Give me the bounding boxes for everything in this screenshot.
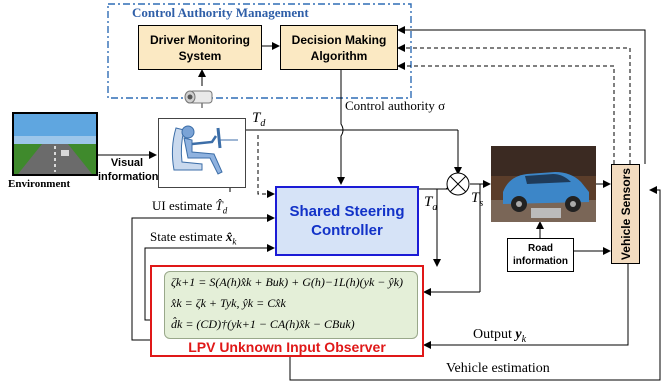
vehicle-sensors-label: Vehicle Sensors bbox=[618, 167, 633, 261]
vehicle-estimation-label: Vehicle estimation bbox=[446, 361, 550, 376]
state-estimate-text: State estimate bbox=[150, 229, 223, 244]
state-estimate-label: State estimate x̂k bbox=[150, 229, 236, 247]
state-estimate-symbol: x̂k bbox=[225, 229, 237, 247]
equations-panel: ζk+1 = S(A(h)x̂k + Buk) + G(h)−1L(h)(yk … bbox=[164, 271, 418, 339]
road-info-line2: information bbox=[513, 256, 568, 267]
visual-info-line2: information bbox=[98, 171, 159, 183]
ta-label: Ta bbox=[424, 194, 437, 213]
control-authority-frame bbox=[107, 3, 412, 99]
output-text: Output bbox=[473, 327, 512, 342]
ts-subscript: s bbox=[479, 198, 484, 209]
road-information-box: Road information bbox=[507, 238, 574, 272]
decision-making-box: Decision Making Algorithm bbox=[280, 25, 398, 70]
sum-junction-icon bbox=[446, 172, 470, 196]
visual-information-label: Visual information bbox=[98, 156, 159, 184]
control-authority-signal-label: Control authority σ bbox=[345, 98, 446, 113]
ta-subscript: a bbox=[432, 202, 438, 213]
ts-symbol: T bbox=[471, 190, 480, 206]
shared-steering-controller-box: Shared Steering Controller bbox=[275, 186, 419, 256]
driver-seat-icon bbox=[158, 118, 246, 188]
ui-estimate-label: UI estimate T̂d bbox=[152, 198, 227, 216]
td-symbol: T bbox=[252, 110, 261, 126]
driver-monitoring-line2: System bbox=[178, 48, 222, 63]
controller-line1: Shared Steering bbox=[289, 203, 405, 220]
control-authority-title: Control Authority Management bbox=[132, 5, 309, 20]
observer-title: LPV Unknown Input Observer bbox=[188, 339, 386, 355]
decision-making-line1: Decision Making bbox=[291, 32, 387, 47]
camera-icon bbox=[184, 90, 213, 108]
ui-estimate-text: UI estimate bbox=[152, 198, 213, 213]
environment-label: Environment bbox=[8, 178, 71, 190]
td-label: Td bbox=[252, 110, 265, 129]
output-symbol: yk bbox=[515, 327, 527, 345]
ta-symbol: T bbox=[424, 194, 433, 210]
equation-1: ζk+1 = S(A(h)x̂k + Buk) + G(h)−1L(h)(yk … bbox=[171, 275, 404, 289]
visual-info-line1: Visual bbox=[110, 157, 144, 169]
decision-making-line2: Algorithm bbox=[310, 48, 368, 63]
output-label: Output yk bbox=[473, 327, 526, 345]
road-info-line1: Road bbox=[528, 243, 553, 254]
ts-label: Ts bbox=[471, 190, 483, 209]
road-scene-image bbox=[12, 112, 98, 176]
vehicle-sensors-box: Vehicle Sensors bbox=[611, 164, 640, 264]
equation-2: x̂k = ζk + Tyk, ŷk = Cx̂k bbox=[171, 296, 286, 310]
controller-line2: Controller bbox=[311, 222, 383, 239]
td-subscript: d bbox=[260, 118, 266, 129]
observer-box: ζk+1 = S(A(h)x̂k + Buk) + G(h)−1L(h)(yk … bbox=[150, 265, 424, 357]
driver-monitoring-box: Driver Monitoring System bbox=[138, 25, 262, 70]
ui-estimate-symbol: T̂d bbox=[215, 198, 228, 216]
equation-3: d̂k = (CD)†(yk+1 − CA(h)x̂k − CBuk) bbox=[171, 317, 355, 331]
car-photo bbox=[491, 146, 596, 222]
driver-monitoring-line1: Driver Monitoring bbox=[149, 32, 250, 47]
